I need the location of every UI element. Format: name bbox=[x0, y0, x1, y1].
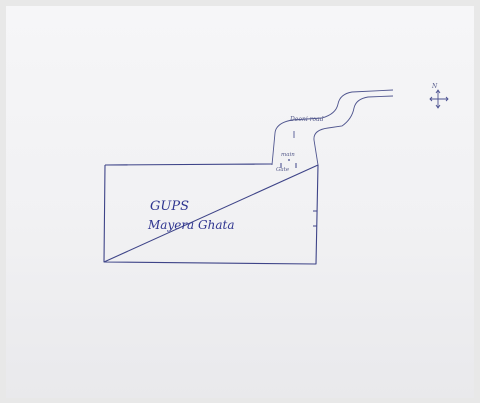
gate-label-gate: Gate bbox=[276, 167, 290, 173]
road-label: Deoni road bbox=[290, 116, 324, 123]
compass-icon bbox=[429, 89, 449, 109]
school-name-label: GUPS bbox=[150, 199, 189, 214]
gate-marker bbox=[288, 159, 290, 161]
compass-north-label: N bbox=[432, 83, 438, 90]
school-boundary bbox=[103, 163, 319, 265]
road-edge-right bbox=[313, 95, 394, 166]
paper-sheet bbox=[6, 6, 474, 398]
gate-label-main: main bbox=[281, 152, 295, 158]
road-edge-left bbox=[271, 89, 394, 166]
school-place-label: Mayera Ghata bbox=[148, 218, 235, 232]
